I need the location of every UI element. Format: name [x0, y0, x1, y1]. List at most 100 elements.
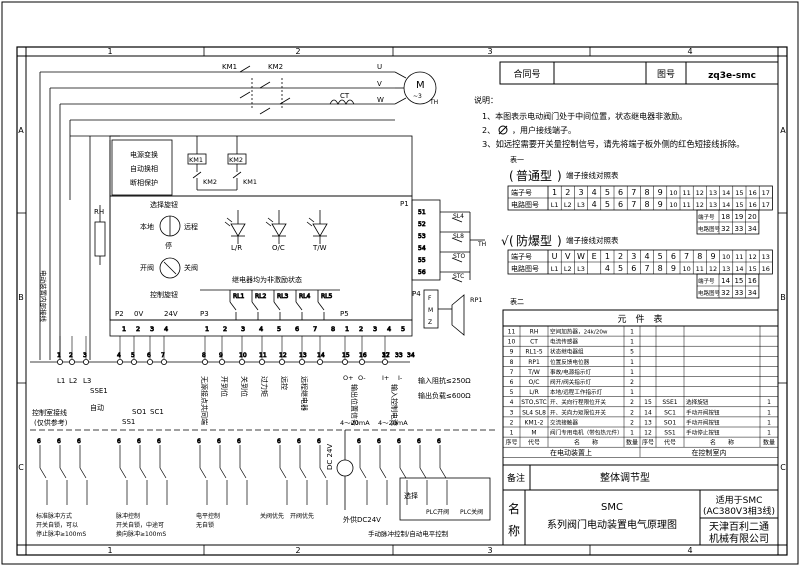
pushbutton-switch-icon: 6	[217, 438, 228, 505]
ex-row-plug-label: 电路图号	[511, 264, 539, 273]
terminal-icon	[160, 358, 167, 365]
motor-label: M	[416, 80, 425, 91]
caption-line-1: 电平控制	[196, 512, 220, 520]
coil-km1-label: KM1	[189, 156, 203, 164]
ex-plug-cell: 11	[696, 265, 704, 273]
normal-terminal-cell: 10	[669, 189, 677, 197]
ex-terminal-cell: 4	[644, 252, 649, 261]
p4-f-label: F	[428, 295, 432, 302]
ex-extra-plug-cell: 32	[721, 289, 730, 297]
ex-plug-cell: L3	[577, 265, 585, 273]
frame-col-1-top: 1	[107, 47, 112, 56]
frame-col-4-bottom: 4	[687, 546, 692, 555]
switch-pin-label: 6	[217, 438, 221, 445]
component-qty: 1	[767, 430, 771, 437]
lamp-tw-label: T/W	[312, 244, 327, 252]
local-label: 本地	[140, 222, 154, 231]
normal-extra-terminal-cell: 19	[734, 213, 743, 221]
p1-pin: 56	[418, 269, 426, 276]
title-block: 备注 整体调节型 名 称 SMC 系列阀门电动装置电气原理图 适用于SMC (A…	[502, 464, 779, 546]
ex-plug-cell: 9	[671, 264, 676, 273]
normal-terminal-cell: 17	[762, 189, 770, 197]
ex-type-open-paren: (	[509, 234, 514, 248]
p5-pin: 1	[345, 325, 349, 333]
component-code: SS1	[664, 430, 676, 437]
terminal-number: 15	[342, 352, 350, 359]
relay-label: RL1	[233, 293, 245, 300]
frame-col-4-top: 4	[687, 47, 692, 56]
terminal-number: 3	[83, 352, 87, 359]
component-name: 本地/远程工作指示灯	[550, 388, 603, 396]
ex-extra-plug-cell: 34	[748, 289, 757, 297]
p1-pin: 51	[418, 209, 426, 216]
terminal-icon	[57, 358, 64, 365]
sl8-label: SL8	[453, 233, 464, 240]
pushbutton-switch-icon: 6	[317, 438, 328, 505]
ex-terminal-cell: W	[577, 252, 585, 261]
p3-pin: 2	[223, 325, 227, 333]
switch-pin-label: 6	[57, 438, 61, 445]
normal-terminal-cell: 8	[644, 188, 649, 197]
indicator-lamp-icon	[306, 210, 328, 244]
vert-label-remote-relay: 远程继电器	[300, 376, 309, 411]
note-1: 1、本图表示电动阀门处于中间位置，状态继电器非激励。	[482, 111, 687, 121]
terminal-icon	[258, 358, 265, 365]
p2-label: P2	[115, 310, 124, 318]
pushbutton-switch-icon: 6	[397, 438, 408, 505]
p1-pin: 52	[418, 221, 426, 228]
relay-label: RL3	[277, 293, 289, 300]
component-code: RL1-5	[525, 349, 542, 356]
ex-plug-cell: 16	[762, 265, 770, 273]
notes-title: 说明：	[474, 95, 498, 105]
component-qty: 1	[767, 399, 771, 406]
component-qty: 1	[767, 419, 771, 426]
normal-plug-cell: L2	[564, 201, 572, 209]
terminal-icon	[238, 358, 245, 365]
relay-contact: RL2	[251, 290, 267, 320]
normal-plug-cell: 4	[592, 200, 597, 209]
lamp-oc-label: O/C	[272, 244, 285, 252]
component-qty: 2	[630, 419, 634, 426]
ex-terminal-cell: 5	[658, 252, 663, 261]
terminal-icon	[117, 358, 124, 365]
component-name: 开、关向行程限位开关	[550, 398, 606, 406]
normal-row-plug-label: 电路图号	[511, 200, 539, 209]
switch-pin-label: 6	[417, 438, 421, 445]
component-qty: 1	[630, 389, 634, 396]
component-no: 14	[644, 409, 652, 416]
ex-terminal-cell: 9	[710, 252, 715, 261]
normal-plug-cell: 10	[669, 201, 677, 209]
normal-terminal-cell: 13	[709, 189, 717, 197]
normal-extra-terminal-label: 端子号	[698, 213, 715, 221]
component-qty: 1	[630, 339, 634, 346]
terminal-icon	[341, 358, 348, 365]
p3-pin: 1	[205, 325, 209, 333]
component-name: 手动停止按钮	[686, 429, 720, 437]
switch-pin-label: 6	[137, 438, 141, 445]
normal-plug-cell: 17	[762, 201, 770, 209]
table2-label: 表二	[510, 297, 524, 306]
p1-label: P1	[400, 200, 409, 208]
frame-col-3-top: 3	[487, 47, 492, 56]
o-plus-label: O+	[343, 374, 354, 382]
component-code: SC1	[664, 409, 676, 416]
pushbutton-switch-icon: 6	[157, 438, 168, 505]
sse1-label: SSE1	[90, 387, 108, 395]
terminal-icon	[218, 358, 225, 365]
normal-terminal-cell: 4	[592, 188, 597, 197]
pushbutton-switch-icon: 6	[357, 438, 368, 505]
normal-type-open-paren: (	[509, 169, 514, 183]
frame-col-2-top: 2	[295, 47, 300, 56]
component-no: 6	[510, 379, 514, 386]
ma-out-label: 4～20mA	[340, 419, 370, 427]
normal-plug-cell: 11	[682, 201, 690, 209]
terminal-number-extra: 33	[395, 352, 403, 359]
v0-label: 0V	[134, 310, 143, 318]
ex-type-subtitle: 端子接线对照表	[566, 235, 619, 245]
switch-pin-label: 6	[197, 438, 201, 445]
component-head-right: 代号	[664, 439, 676, 447]
normal-terminal-cell: 1	[552, 188, 557, 197]
